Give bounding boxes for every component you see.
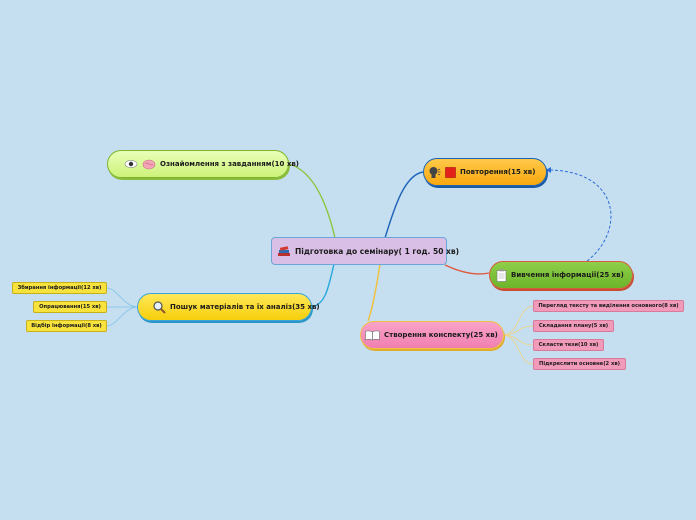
head-speaking-icon: [428, 166, 441, 179]
subtopic-underline[interactable]: Підкреслити основне(2 хв): [533, 358, 626, 370]
open-book-icon: [365, 330, 380, 341]
subtopic-make-plan[interactable]: Складання плану(5 хв): [533, 320, 614, 332]
link-search: [311, 263, 335, 308]
topic-search-label: Пошук матеріалів та їх аналіз(35 хв): [170, 303, 320, 311]
topic-study[interactable]: Вивчення інформації(25 хв): [489, 261, 633, 289]
topic-repeat[interactable]: Повторення(15 хв): [423, 158, 547, 186]
subtopic-process[interactable]: Опрацювання(15 хв): [33, 301, 107, 313]
relationship-arrowhead: [546, 167, 551, 173]
topic-create[interactable]: Створення конспекту(25 хв): [360, 321, 504, 349]
books-icon: [277, 245, 291, 258]
link-acquaint: [288, 163, 336, 239]
topic-search[interactable]: Пошук матеріалів та їх аналіз(35 хв): [137, 293, 320, 321]
subtopic-select[interactable]: Відбір інформації(8 хв): [26, 320, 107, 332]
link-repeat: [384, 171, 424, 239]
link-study: [444, 264, 490, 275]
search-subtopic-links: [106, 287, 138, 327]
link-create: [367, 263, 381, 322]
central-topic[interactable]: Підготовка до семінару( 1 год. 50 хв): [271, 237, 459, 265]
subtopic-collect[interactable]: Збирання інформації(12 хв): [12, 282, 107, 294]
central-topic-label: Підготовка до семінару( 1 год. 50 хв): [295, 246, 460, 256]
topic-study-label: Вивчення інформації(25 хв): [511, 271, 624, 279]
topic-acquaint[interactable]: Ознайомлення з завданням(10 хв): [107, 150, 299, 178]
notepad-icon: [496, 268, 507, 282]
brain-icon: [142, 159, 156, 170]
red-square-icon: [445, 166, 456, 178]
create-subtopic-links: [503, 305, 534, 365]
eye-icon: [124, 159, 138, 169]
subtopic-theses[interactable]: Скласти тези(10 хв): [533, 339, 604, 351]
topic-acquaint-label: Ознайомлення з завданням(10 хв): [160, 160, 300, 168]
topic-repeat-label: Повторення(15 хв): [460, 168, 536, 176]
magnifier-icon: [152, 300, 166, 314]
subtopic-review-text[interactable]: Перегляд тексту та виділення основного(8…: [533, 300, 684, 312]
relationship-study-repeat: [546, 169, 612, 262]
topic-create-label: Створення конспекту(25 хв): [384, 331, 498, 339]
